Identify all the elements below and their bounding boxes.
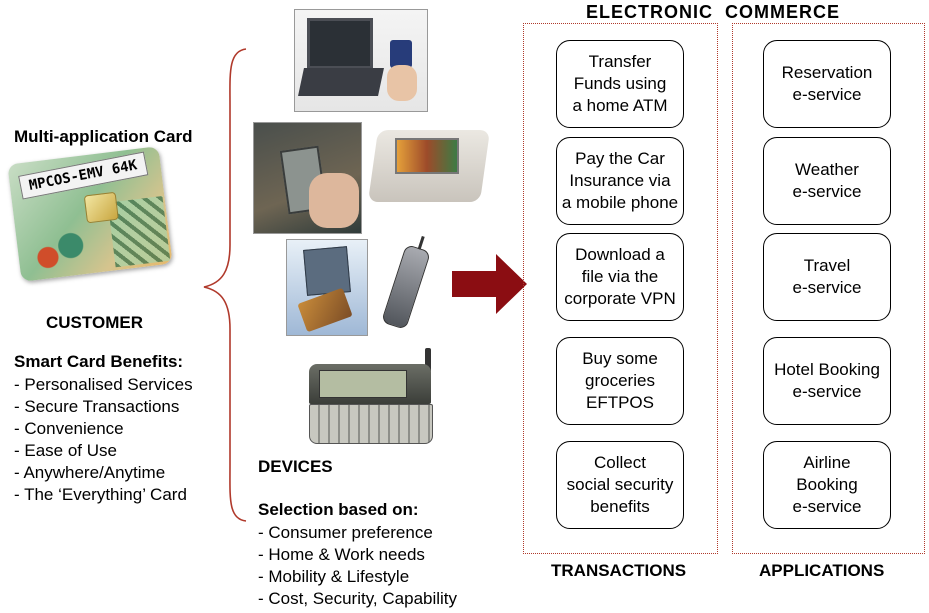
communicator-device-image [301, 346, 441, 446]
chip-icon [83, 191, 119, 224]
applications-label: APPLICATIONS [759, 561, 885, 580]
smart-card-image: MPCOS-EMV 64K [7, 146, 173, 282]
application-item: Travel e-service [763, 233, 891, 321]
customer-title: CUSTOMER [46, 313, 143, 332]
criteria-item: - Home & Work needs [258, 545, 425, 564]
benefit-item: - Convenience [14, 419, 124, 438]
transaction-item: Transfer Funds using a home ATM [556, 40, 684, 128]
application-item: Hotel Booking e-service [763, 337, 891, 425]
benefit-item: - The ‘Everything’ Card [14, 485, 187, 504]
application-item: Weather e-service [763, 137, 891, 225]
application-item: Reservation e-service [763, 40, 891, 128]
criteria-item: - Consumer preference [258, 523, 433, 542]
card-title: Multi-application Card [14, 127, 193, 146]
transaction-item: Download a file via the corporate VPN [556, 233, 684, 321]
transactions-label: TRANSACTIONS [551, 561, 687, 580]
criteria-item: - Cost, Security, Capability [258, 589, 458, 608]
pcmcia-card-image [286, 239, 368, 336]
handheld-card-reader-image [253, 122, 362, 234]
benefits-list: - Personalised Services - Secure Transac… [14, 374, 193, 506]
payment-terminal-image [365, 118, 492, 214]
mobile-phone-image [373, 236, 433, 336]
transaction-item: Pay the Car Insurance via a mobile phone [556, 137, 684, 225]
benefit-item: - Ease of Use [14, 441, 117, 460]
criteria-item: - Mobility & Lifestyle [258, 567, 410, 586]
benefit-item: - Personalised Services [14, 375, 193, 394]
transactions-panel [523, 23, 718, 554]
devices-title: DEVICES [258, 457, 333, 476]
card-label: MPCOS-EMV 64K [18, 151, 148, 200]
transaction-item: Collect social security benefits [556, 441, 684, 529]
benefits-title: Smart Card Benefits: [14, 352, 184, 371]
application-item: Airline Booking e-service [763, 441, 891, 529]
benefit-item: - Secure Transactions [14, 397, 180, 416]
applications-panel [732, 23, 925, 554]
transaction-item: Buy some groceries EFTPOS [556, 337, 684, 425]
selection-title: Selection based on: [258, 500, 419, 519]
benefit-item: - Anywhere/Anytime [14, 463, 166, 482]
arrow-right-icon [452, 254, 527, 314]
criteria-list: - Consumer preference - Home & Work need… [258, 522, 457, 610]
brace-icon [203, 48, 247, 522]
page-title: ELECTRONIC COMMERCE [586, 2, 840, 22]
laptop-with-card-reader-image [294, 9, 428, 112]
